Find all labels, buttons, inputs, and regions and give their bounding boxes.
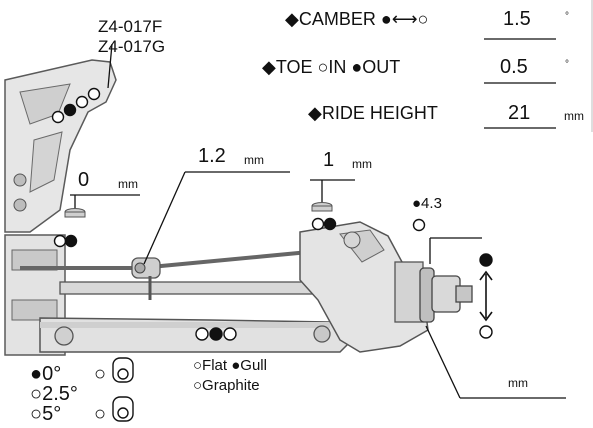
arm-hole-1 xyxy=(195,327,209,341)
screw-option-top: ○ xyxy=(94,363,107,385)
ride-height-unit: mm xyxy=(564,109,584,123)
hub-shim-value: 1 xyxy=(323,149,335,171)
arm-graphite-option: ○Graphite xyxy=(193,377,260,394)
angle-0-option: ●0° xyxy=(30,363,62,385)
tower-hole-2 xyxy=(63,103,77,117)
height-dot-filled xyxy=(479,253,493,267)
height-dot-open xyxy=(479,325,493,339)
tower-hole-3 xyxy=(75,95,89,109)
camber-value: 1.5 xyxy=(503,8,531,30)
hub-shim-dot-open xyxy=(311,217,325,231)
part-code-g: Z4-017G xyxy=(98,37,166,56)
axle-value: ●4.3 xyxy=(412,195,442,212)
camber-unit: ° xyxy=(565,11,569,22)
tower-hole-4 xyxy=(87,87,101,101)
arm-flat-gull-option: ○Flat ●Gull xyxy=(193,357,267,374)
camber-link xyxy=(139,248,331,270)
hub-shim-unit: mm xyxy=(352,157,372,171)
angle-25-option: ○2.5° xyxy=(30,383,78,405)
camber-label: ◆CAMBER ●⟷○ xyxy=(285,9,429,29)
angle-5-option: ○5° xyxy=(30,403,62,425)
left-shim-unit: mm xyxy=(118,177,138,191)
part-code-f: Z4-017F xyxy=(98,17,163,36)
tower-hole-1 xyxy=(51,110,65,124)
arm-hole-3 xyxy=(223,327,237,341)
toe-label: ◆TOE ○IN ●OUT xyxy=(262,57,401,77)
bottom-unit: mm xyxy=(508,376,528,390)
ride-height-label: ◆RIDE HEIGHT xyxy=(308,103,438,123)
ride-height-value: 21 xyxy=(508,102,531,124)
toe-value: 0.5 xyxy=(500,56,528,78)
axle xyxy=(455,285,473,303)
toe-unit: ° xyxy=(565,59,569,70)
link-shim-value: 1.2 xyxy=(198,145,226,167)
hub-shim-dot-filled xyxy=(323,217,337,231)
arm-hole-2 xyxy=(209,327,223,341)
left-shim-dot-open xyxy=(53,234,67,248)
left-shim-value: 0 xyxy=(78,169,90,191)
screw-option-bottom: ○ xyxy=(94,403,107,425)
axle-dot-open xyxy=(412,218,426,232)
link-shim-unit: mm xyxy=(244,153,264,167)
left-shim-dot-filled xyxy=(64,234,78,248)
